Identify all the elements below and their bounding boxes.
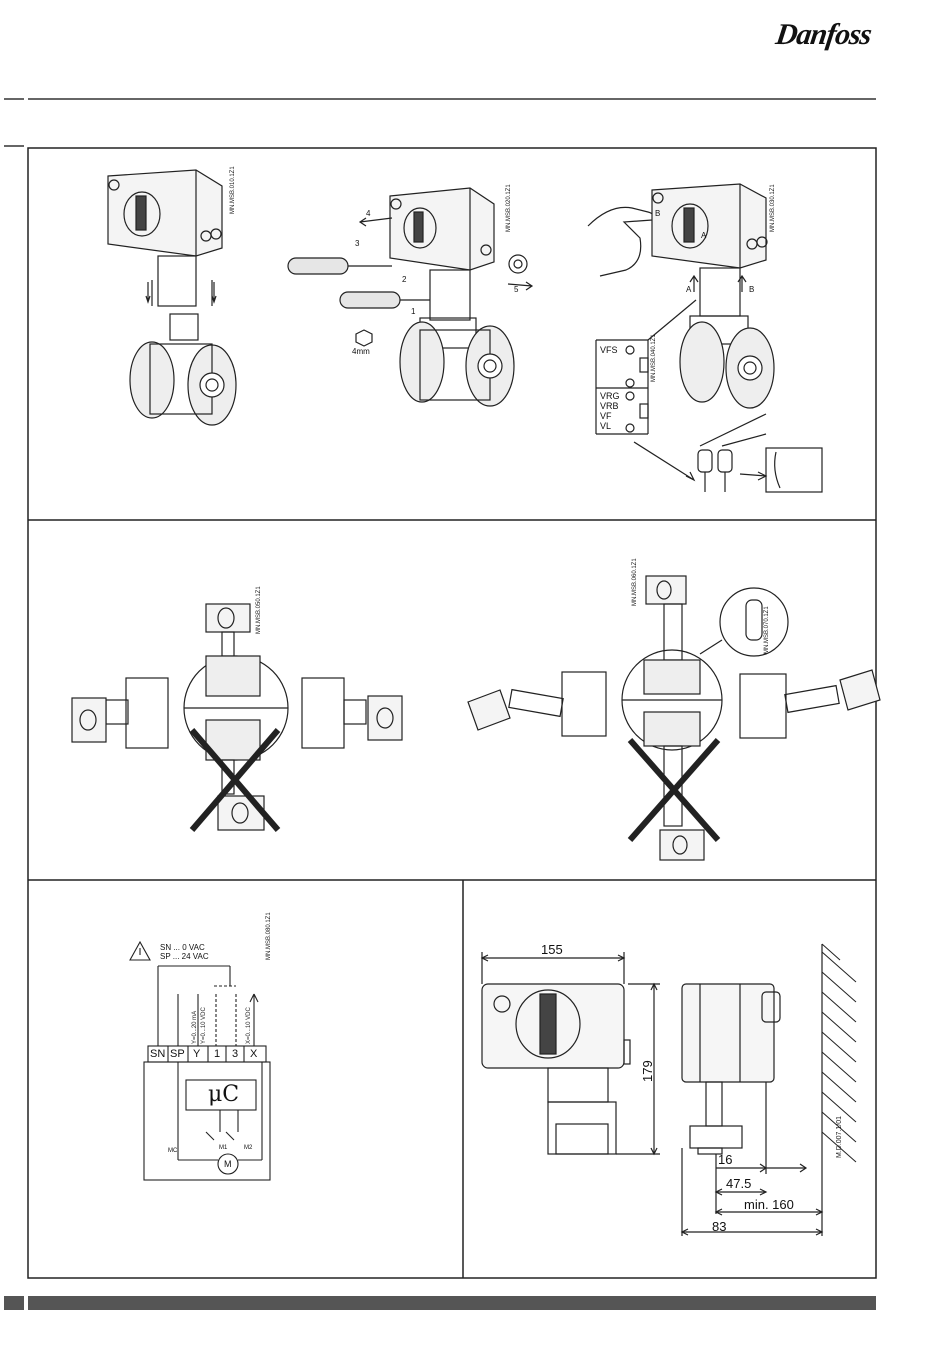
valve-type: VRG [600,391,620,401]
step2-tool-size: 4mm [352,347,370,356]
step2-code: MN.MSB.020.1Z1 [506,184,512,232]
step3-mark-a-top: A [701,231,707,240]
terminal-sn: SN [150,1048,166,1060]
step3-code: MN.MSB.030.1Z1 [770,184,776,232]
terminal-x: X [250,1048,258,1060]
terminal-1: 1 [214,1048,221,1060]
dimensions-drawing [480,943,857,1236]
step1-drawing [107,169,237,426]
signal-y-vdc: Y=0...10 VDC [201,1007,207,1044]
valve-type: VL [600,421,612,431]
warning-line-sn: SN ... 0 VAC [160,943,205,952]
step1-code: MN.MSB.010.1Z1 [230,166,236,214]
step3-mark-b: B [749,285,755,294]
step2-callout-5: 5 [514,285,519,294]
controller-label: μC [208,1082,240,1107]
label-m1: M1 [219,1145,228,1151]
dim-width: 155 [541,942,563,957]
step3-mark-b-top: B [655,209,661,218]
dim-height: 179 [640,1060,655,1082]
signal-x-vdc: X=0...10 VDC [246,1007,252,1044]
step2-callout-4: 4 [366,209,371,218]
signal-y-ma: Y=0...20 mA [192,1010,198,1044]
valve-type: VF [600,411,612,421]
mount-left-code: MN.MSB.050.1Z1 [256,586,262,634]
step2-drawing [287,187,534,407]
step3-valve-list: VRG VRB VF VL [600,391,620,431]
dim-83: 83 [712,1219,727,1234]
step3-mark-a: A [686,285,692,294]
dim-16: 16 [718,1152,733,1167]
step3-drawing [587,183,823,493]
motor-label: M [224,1159,232,1169]
wiring-code: MN.MSB.080.1Z1 [266,912,272,960]
step3-terminal-code: MN.MSB.040.1Z1 [651,334,657,382]
valve-type: VRB [600,401,619,411]
wiring-drawing [129,940,271,1181]
mount-left-drawing [71,603,403,832]
dim-min-160: min. 160 [744,1197,794,1212]
dim-47-5: 47.5 [726,1176,752,1191]
terminal-y: Y [193,1048,201,1060]
label-m2: M2 [244,1145,253,1151]
mount-right-code: MN.MSB.060.1Z1 [632,558,638,606]
warning-line-sp: SP ... 24 VAC [160,952,209,961]
frame [27,147,877,1279]
terminal-3: 3 [232,1048,239,1060]
mount-right-detail-code: MN.MSB.070.1Z1 [764,606,770,654]
step2-callout-2: 2 [402,275,407,284]
label-mc: MC [168,1148,178,1154]
dimensions-code: M.D.007.1/01 [836,1115,843,1158]
step3-vfs-label: VFS [600,345,618,355]
terminal-sp: SP [170,1048,185,1060]
step2-callout-1: 1 [411,307,416,316]
mount-right-drawing [467,575,881,861]
brand-logo: Danfoss [773,18,874,51]
step2-callout-3: 3 [355,239,360,248]
